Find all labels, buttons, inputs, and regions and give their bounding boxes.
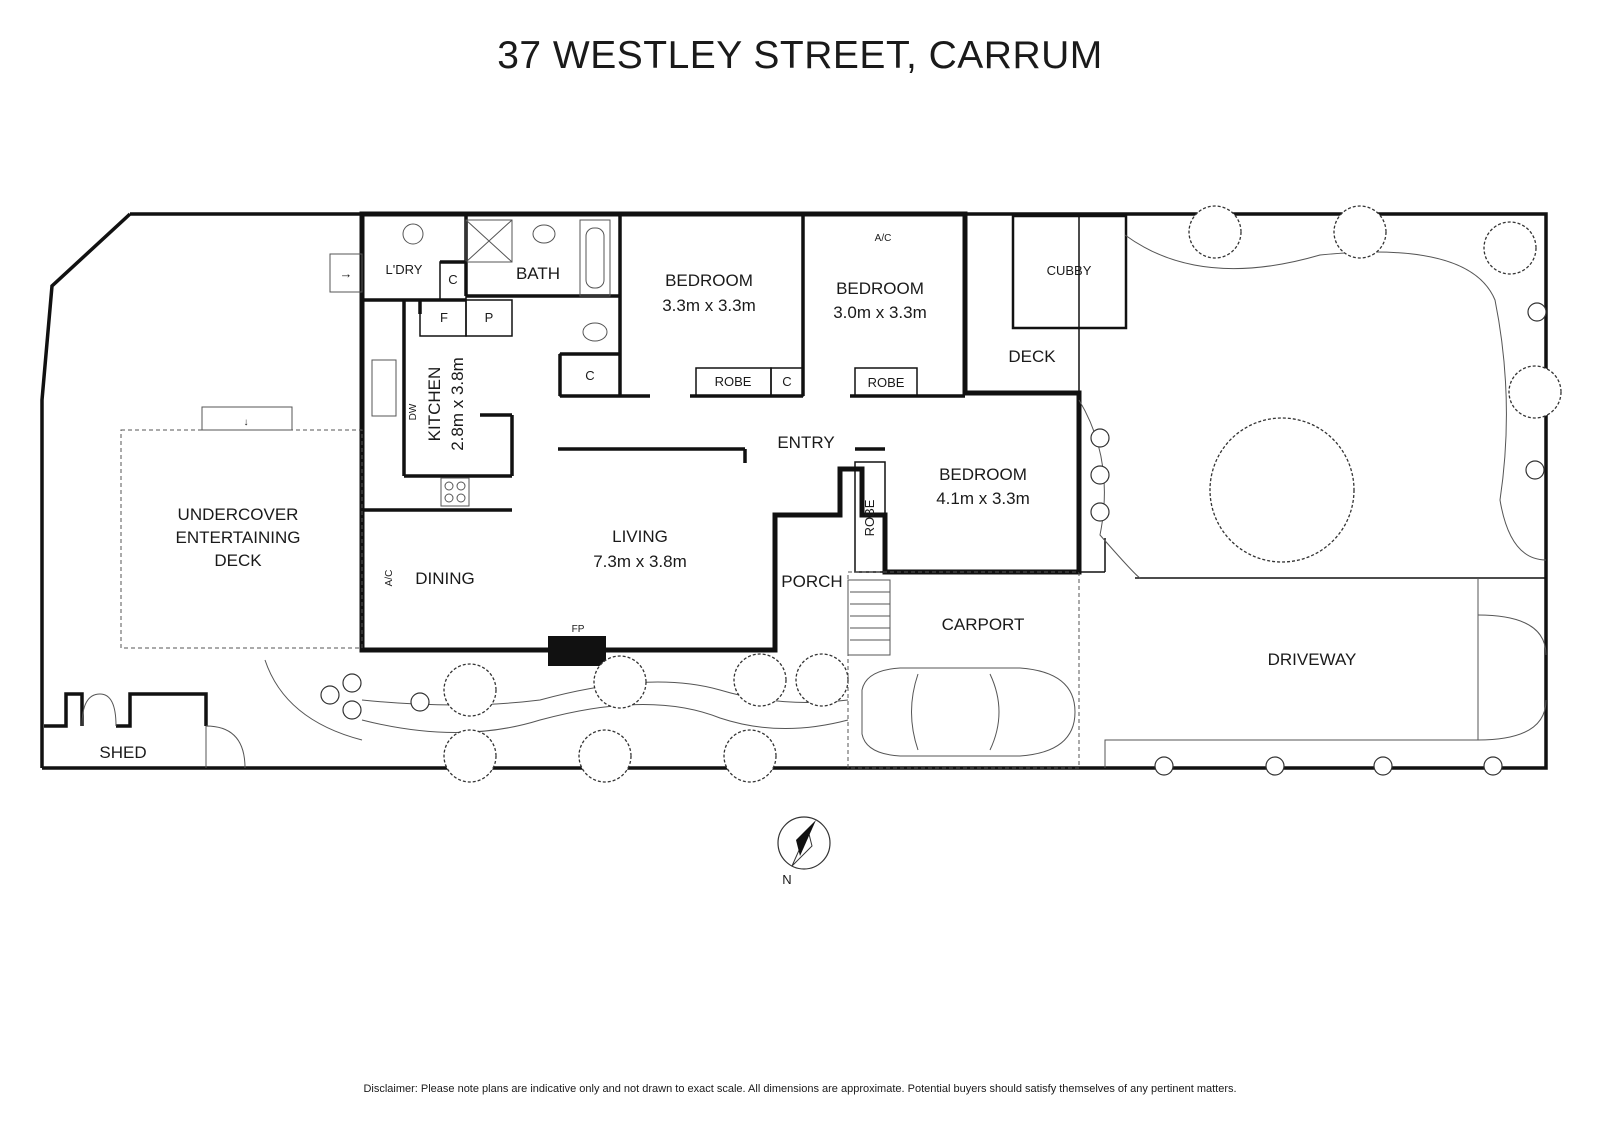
label-fireplace: FP: [572, 624, 585, 635]
label-deck: DECK: [1008, 347, 1056, 366]
label-bedroom3: BEDROOM: [939, 465, 1027, 484]
label-robe-1: ROBE: [715, 374, 752, 389]
label-ac-dining: A/C: [384, 570, 395, 587]
garden-shrubs: [320, 302, 1547, 776]
label-porch: PORCH: [781, 572, 842, 591]
label-pantry: P: [485, 310, 494, 325]
site-boundary: [40, 212, 1548, 770]
label-bedroom1-size: 3.3m x 3.3m: [662, 296, 756, 315]
label-robe-3: ROBE: [862, 499, 877, 536]
fireplace: [548, 636, 606, 666]
label-bedroom2-size: 3.0m x 3.3m: [833, 303, 927, 322]
label-entry: ENTRY: [777, 433, 834, 452]
label-bedroom2: BEDROOM: [836, 279, 924, 298]
label-cubby: CUBBY: [1047, 263, 1092, 278]
carport: [847, 571, 1080, 769]
north-compass: [777, 816, 831, 870]
car: [861, 667, 1076, 757]
plan-title: 37 WESTLEY STREET, CARRUM: [497, 34, 1103, 77]
label-linen-cupboard: C: [448, 272, 457, 287]
label-bedroom-cupboard: C: [782, 374, 791, 389]
label-bath-cupboard: C: [585, 368, 594, 383]
disclaimer: Disclaimer: Please note plans are indica…: [363, 1083, 1237, 1095]
label-driveway: DRIVEWAY: [1268, 650, 1357, 669]
label-undercover-1: UNDERCOVER: [178, 505, 299, 524]
label-living: LIVING: [612, 527, 668, 546]
label-laundry: L'DRY: [386, 262, 423, 277]
svg-text:↓: ↓: [244, 417, 249, 428]
label-fridge: F: [440, 310, 448, 325]
label-ac-bedroom: A/C: [875, 233, 892, 244]
label-bath: BATH: [516, 264, 560, 283]
label-kitchen: KITCHEN: [425, 367, 444, 442]
label-shed: SHED: [99, 743, 146, 762]
label-dishwasher: DW: [408, 403, 419, 420]
label-robe-2: ROBE: [868, 375, 905, 390]
label-carport: CARPORT: [942, 615, 1025, 634]
label-bedroom3-size: 4.1m x 3.3m: [936, 489, 1030, 508]
label-kitchen-size: 2.8m x 3.8m: [448, 357, 467, 451]
label-living-size: 7.3m x 3.8m: [593, 552, 687, 571]
label-bedroom1: BEDROOM: [665, 271, 753, 290]
svg-text:→: →: [340, 266, 353, 281]
label-dining: DINING: [415, 569, 475, 588]
compass-north-label: N: [782, 872, 791, 887]
deck-right: [964, 213, 1080, 394]
cubby: [1011, 214, 1128, 330]
label-undercover-2: ENTERTAINING: [176, 528, 301, 547]
garden-trees: [443, 205, 1562, 783]
label-undercover-3: DECK: [214, 551, 262, 570]
